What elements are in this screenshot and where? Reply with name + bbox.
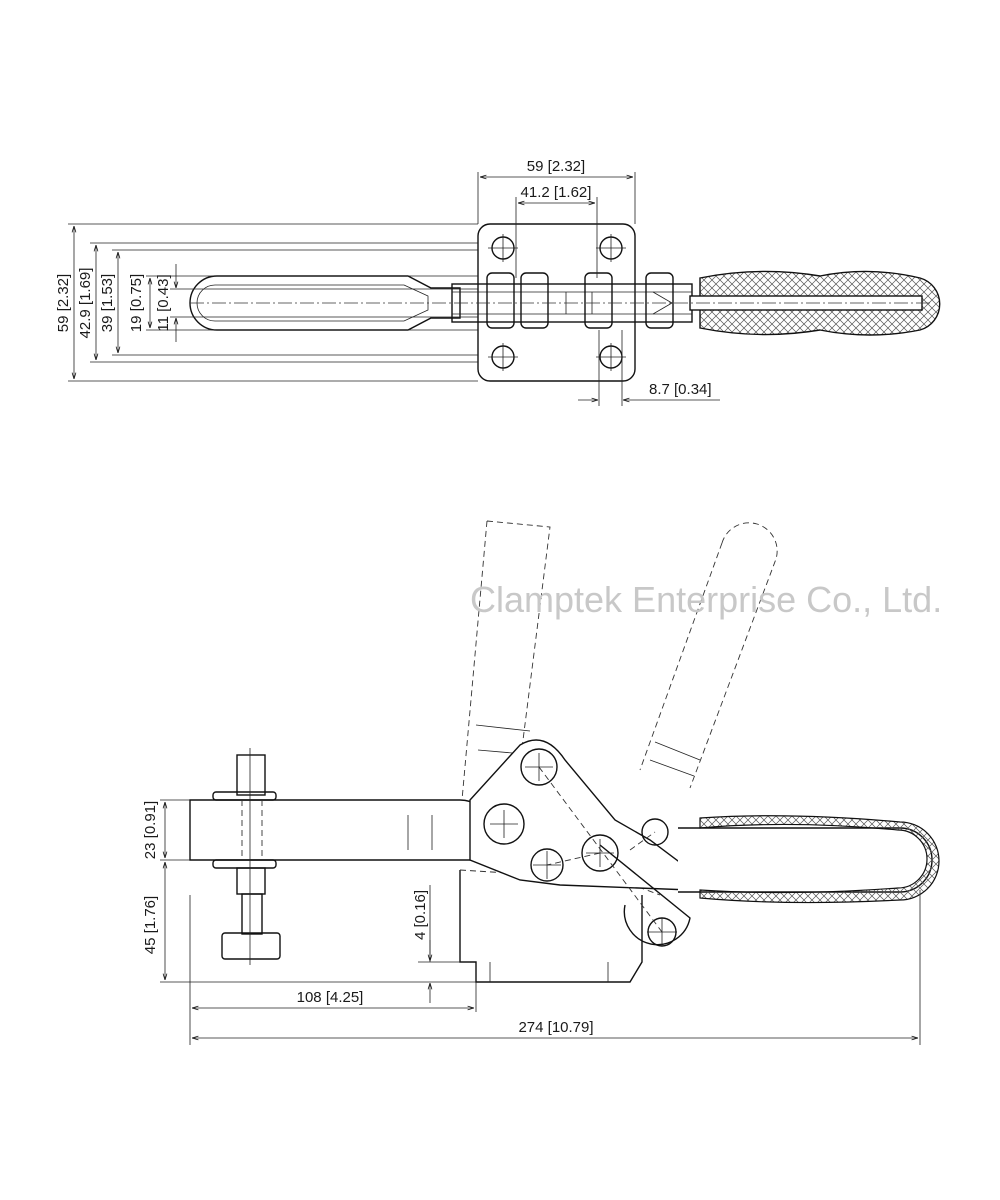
- dim-height-19: 19 [0.75]: [128, 274, 145, 332]
- dim-height-23: 23 [0.91]: [142, 801, 159, 859]
- dim-width-59: 59 [2.32]: [527, 158, 585, 175]
- watermark: Clamptek Enterprise Co., Ltd.: [470, 579, 942, 620]
- dim-offset-8-7: 8.7 [0.34]: [649, 381, 712, 398]
- dim-length-274: 274 [10.79]: [518, 1019, 593, 1036]
- base-plate: [477, 223, 636, 382]
- top-view: 59 [2.32] 41.2 [1.62] 8.7 [0.34] 59 [2.3…: [55, 158, 941, 406]
- dim-height-42-9: 42.9 [1.69]: [77, 268, 94, 339]
- phantom-handle-open: [639, 522, 778, 789]
- mounting-holes: [488, 234, 626, 371]
- spindle-bolt: [212, 748, 281, 965]
- dim-height-59: 59 [2.32]: [55, 274, 72, 332]
- dim-gap-4: 4 [0.16]: [412, 890, 429, 940]
- clamp-arm: [189, 799, 496, 861]
- dim-height-11: 11 [0.43]: [155, 274, 172, 331]
- dim-height-45: 45 [1.76]: [142, 896, 159, 954]
- dim-height-39: 39 [1.53]: [99, 274, 116, 332]
- dim-length-108: 108 [4.25]: [297, 989, 364, 1006]
- clamp-arm-loop: [189, 275, 461, 331]
- dim-width-41-2: 41.2 [1.62]: [521, 184, 592, 201]
- phantom-arm-open: [461, 520, 551, 801]
- side-view: 23 [0.91] 45 [1.76] 4 [0.16] 108 [4.25] …: [142, 520, 940, 1045]
- handle-grip-side: [678, 827, 933, 893]
